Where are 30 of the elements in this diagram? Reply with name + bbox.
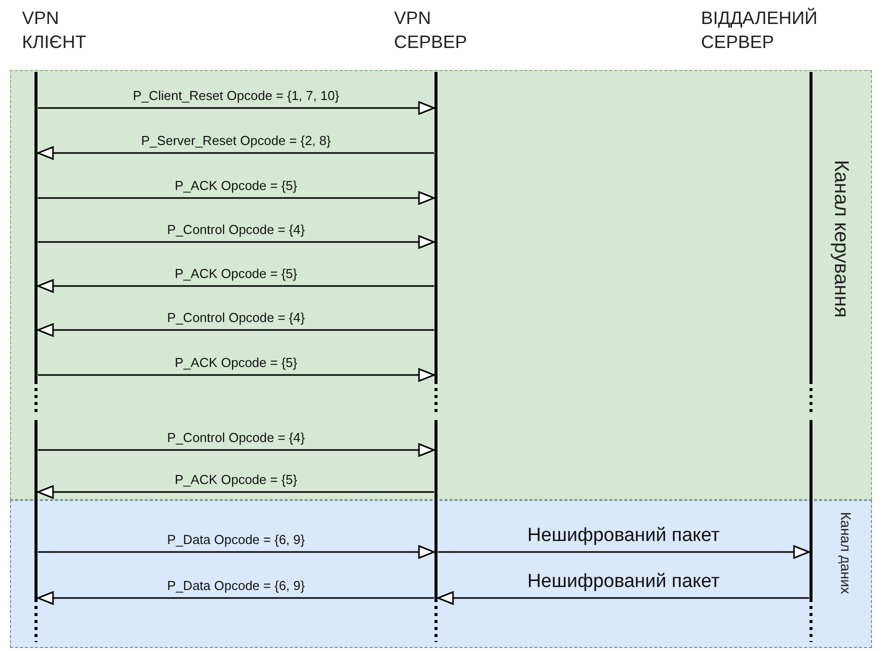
message-label: P_Control Opcode = {4} [167,222,305,237]
message-label: P_ACK Opcode = {5} [174,178,298,193]
arrow [37,323,434,337]
arrow [438,545,810,559]
message-label: P_ACK Opcode = {5} [174,472,298,487]
message-label: P_Control Opcode = {4} [167,310,305,325]
arrow [437,591,809,605]
arrow [37,279,434,293]
arrow [37,485,434,499]
arrow [37,146,434,160]
participant-label: VPN СЕРВЕР [394,7,468,54]
message-label: P_Control Opcode = {4} [167,430,305,445]
message-label: P_Client_Reset Opcode = {1, 7, 10} [132,88,340,103]
arrow [38,191,435,205]
message-label: P_Data Opcode = {6, 9} [167,532,305,547]
arrow [38,235,435,249]
arrow [38,101,435,115]
message-label: P_ACK Opcode = {5} [174,266,298,281]
message-label: P_ACK Opcode = {5} [174,355,298,370]
message-label: P_Server_Reset Opcode = {2, 8} [141,133,331,148]
message-label: Нешифрований пакет [527,571,720,593]
arrow [37,591,434,605]
channel-label: Канал даних [838,512,854,594]
message-label: Нешифрований пакет [527,525,720,547]
arrow [38,443,435,457]
arrow [38,368,435,382]
participant-label: VPN КЛІЄНТ [22,7,88,54]
channel-label: Канал керування [829,160,852,318]
arrow [38,545,435,559]
message-label: P_Data Opcode = {6, 9} [167,578,305,593]
